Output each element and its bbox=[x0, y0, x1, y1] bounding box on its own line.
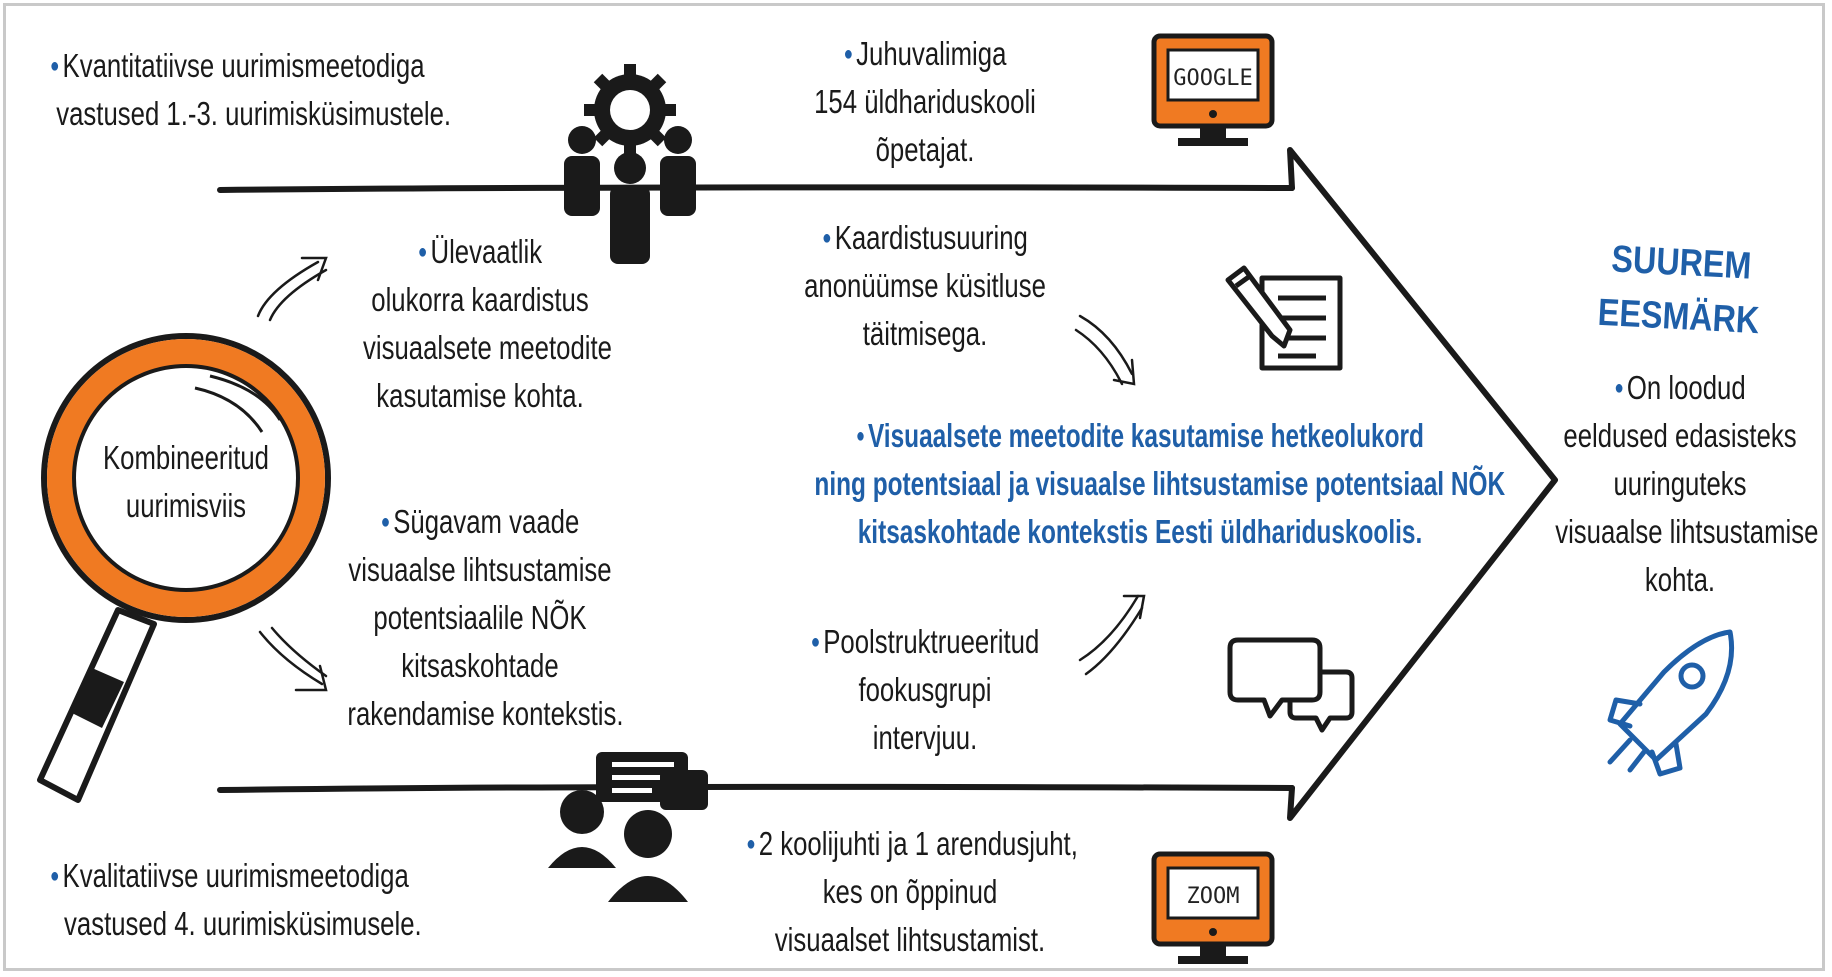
deeper-line: rakendamise kontekstis. bbox=[347, 695, 624, 732]
sample-qual-note: 2 koolijuhti ja 1 arendusjuht, kes on õp… bbox=[746, 820, 1078, 964]
deeper-line: Sügavam vaade bbox=[347, 498, 612, 546]
sample-qual-line: visuaalset lihtsustamist. bbox=[774, 921, 1046, 958]
screen-label-bottom: ZOOM bbox=[1187, 884, 1240, 909]
sample-quant-line: õpetajat. bbox=[875, 131, 975, 168]
monitor-icon bbox=[1151, 33, 1275, 146]
goal-text-line: visuaalse lihtsustamise bbox=[1555, 513, 1819, 550]
focus-group-line: intervjuu. bbox=[872, 719, 978, 756]
deeper-line: potentsiaalile NÕK bbox=[373, 599, 587, 636]
survey-note: Kaardistusuuring anonüümse küsitluse täi… bbox=[796, 214, 1053, 358]
rocket-icon bbox=[1607, 629, 1735, 777]
quantitative-line: vastused 1.-3. uurimisküsimustele. bbox=[56, 95, 452, 132]
focus-group-line: fookusgrupi bbox=[858, 671, 992, 708]
qualitative-line: vastused 4. uurimisküsimusele. bbox=[64, 905, 422, 942]
deeper-line: kitsaskohtade bbox=[401, 647, 559, 684]
focus-group-note: Poolstruktrueeritud fookusgrupi intervju… bbox=[796, 618, 1053, 762]
goal-title-line: SUUREM bbox=[1610, 238, 1753, 288]
monitor-icon bbox=[1151, 851, 1275, 964]
deeper-view-note: Sügavam vaade visuaalse lihtsustamise po… bbox=[347, 498, 624, 738]
survey-line: täitmisega. bbox=[862, 315, 988, 352]
chat-bubbles-icon bbox=[1227, 637, 1355, 733]
magnifier-icon bbox=[37, 333, 331, 803]
goal-title-line: EESMÄRK bbox=[1596, 291, 1761, 343]
main-result: Visuaalsete meetodite kasutamise hetkeol… bbox=[814, 412, 1506, 556]
survey-pencil-icon bbox=[1225, 265, 1343, 371]
main-result-line: ning potentsiaal ja visuaalse lihtsustam… bbox=[814, 465, 1506, 502]
curved-arrow-icon bbox=[256, 256, 1146, 692]
main-result-line: kitsaskohtade kontekstis Eesti üldharidu… bbox=[857, 513, 1423, 550]
sample-quant-note: Juhuvalimiga 154 üldhariduskooli õpetaja… bbox=[796, 30, 1053, 174]
sample-quant-line: Juhuvalimiga bbox=[796, 30, 1053, 78]
goal-text: On loodud eeldused edasisteks uuringutek… bbox=[1555, 364, 1819, 604]
goal-text-line: kohta. bbox=[1644, 561, 1716, 598]
survey-line: anonüümse küsitluse bbox=[804, 267, 1046, 304]
goal-text-line: eeldused edasisteks bbox=[1563, 417, 1797, 454]
diagram-frame bbox=[3, 3, 1825, 971]
goal-text-line: On loodud bbox=[1555, 364, 1805, 412]
center-label-line: uurimisviis bbox=[125, 487, 247, 524]
gear-team-icon bbox=[564, 64, 696, 264]
quantitative-note: Kvantitatiivse uurimismeetodiga vastused… bbox=[50, 42, 451, 138]
overview-line: kasutamise kohta. bbox=[376, 377, 584, 414]
screen-label-top: GOOGLE bbox=[1173, 66, 1252, 91]
qualitative-note: Kvalitatiivse uurimismeetodiga vastused … bbox=[50, 852, 422, 948]
quantitative-line: Kvantitatiivse uurimismeetodiga bbox=[50, 42, 451, 90]
sample-qual-line: 2 koolijuhti ja 1 arendusjuht, bbox=[746, 820, 1078, 868]
goal-title: SUUREM EESMÄRK bbox=[1584, 231, 1776, 349]
center-label-line: Kombineeritud bbox=[103, 439, 269, 476]
qualitative-line: Kvalitatiivse uurimismeetodiga bbox=[50, 852, 422, 900]
focus-group-line: Poolstruktrueeritud bbox=[796, 618, 1053, 666]
survey-line: Kaardistusuuring bbox=[796, 214, 1053, 262]
overview-line: visuaalsete meetodite bbox=[363, 329, 612, 366]
center-label: Kombineeritud uurimisviis bbox=[85, 434, 288, 530]
discussion-group-icon bbox=[548, 752, 708, 902]
overview-note: Ülevaatlik olukorra kaardistus visuaalse… bbox=[363, 228, 612, 420]
goal-text-line: uuringuteks bbox=[1613, 465, 1747, 502]
overview-line: Ülevaatlik bbox=[363, 228, 597, 276]
main-result-line: Visuaalsete meetodite kasutamise hetkeol… bbox=[814, 412, 1465, 460]
overview-line: olukorra kaardistus bbox=[371, 281, 589, 318]
deeper-line: visuaalse lihtsustamise bbox=[348, 551, 612, 588]
sample-qual-line: kes on õppinud bbox=[822, 873, 998, 910]
sample-quant-line: 154 üldhariduskooli bbox=[814, 83, 1036, 120]
